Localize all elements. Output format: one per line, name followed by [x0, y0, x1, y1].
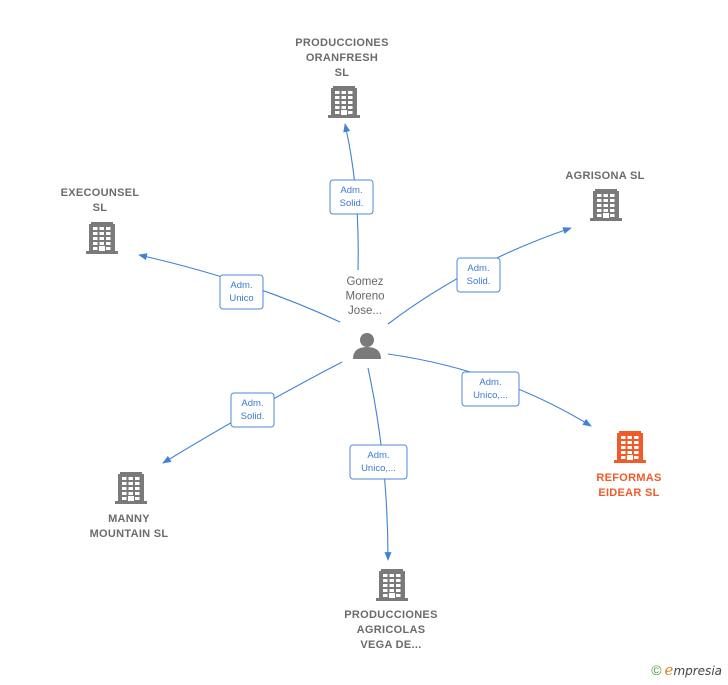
brand-initial: e [664, 661, 674, 679]
building-icon [328, 86, 360, 118]
company-label: ORANFRESH [306, 52, 378, 64]
company-node-manny-mountain[interactable]: MANNY MOUNTAIN SL [90, 472, 169, 540]
person-icon [353, 333, 381, 359]
relation-text: Adm. [241, 398, 263, 409]
relation-box [219, 274, 264, 310]
copyright-symbol: © [651, 662, 662, 678]
person-node[interactable]: GomezMorenoJose... [346, 276, 385, 359]
company-node-producciones-agricolas[interactable]: PRODUCCIONES AGRICOLAS VEGA DE... [344, 569, 437, 651]
relation-label-producciones-agricolas[interactable]: Adm. Unico,... [349, 444, 408, 480]
company-label: PRODUCCIONES [344, 609, 437, 621]
company-label: EIDEAR SL [598, 487, 659, 499]
company-label: MOUNTAIN SL [90, 528, 169, 540]
company-label: AGRISONA SL [565, 170, 644, 182]
person-label: Gomez [346, 276, 383, 288]
person-label: Jose... [348, 305, 382, 317]
person-label: Moreno [346, 291, 385, 303]
relation-text: Adm. [479, 377, 501, 388]
relation-text: Unico [229, 293, 253, 304]
company-label: EXECOUNSEL [61, 187, 140, 199]
relation-text: Solid. [241, 411, 265, 422]
company-label: VEGA DE... [360, 639, 421, 651]
relation-box [349, 444, 408, 480]
company-label: PRODUCCIONES [295, 37, 388, 49]
relation-text: Adm. [230, 280, 252, 291]
company-label: SL [93, 202, 108, 214]
company-label: REFORMAS [596, 472, 661, 484]
relation-text: Solid. [467, 276, 491, 287]
building-icon [614, 431, 646, 463]
relation-text: Adm. [467, 263, 489, 274]
relation-text: Solid. [340, 198, 364, 209]
building-icon [376, 569, 408, 601]
company-label: SL [335, 67, 350, 79]
relation-label-manny-mountain[interactable]: Adm. Solid. [230, 392, 275, 428]
company-node-execounsel[interactable]: EXECOUNSEL SL [61, 187, 140, 254]
relation-label-reformas-eidear[interactable]: Adm. Unico,... [461, 371, 520, 407]
relation-label-producciones-oranfresh[interactable]: Adm. Solid. [329, 179, 374, 215]
company-node-reformas-eidear[interactable]: REFORMAS EIDEAR SL [596, 431, 661, 499]
relation-text: Adm. [340, 185, 362, 196]
relation-box [461, 371, 520, 407]
building-icon [590, 189, 622, 221]
footer-brand: ©empresia [651, 661, 722, 679]
relation-text: Unico,... [473, 390, 508, 401]
company-node-agrisona[interactable]: AGRISONA SL [565, 170, 644, 221]
building-icon [115, 472, 147, 504]
building-icon [86, 222, 118, 254]
relation-box [456, 257, 501, 293]
company-label: AGRICOLAS [357, 624, 426, 636]
relation-text: Adm. [367, 450, 389, 461]
company-node-producciones-oranfresh[interactable]: PRODUCCIONES ORANFRESH SL [295, 37, 388, 118]
relation-box [329, 179, 374, 215]
relation-box [230, 392, 275, 428]
relation-label-agrisona[interactable]: Adm. Solid. [456, 257, 501, 293]
company-label: MANNY [108, 513, 150, 525]
brand-name: mpresia [673, 664, 722, 678]
relation-label-execounsel[interactable]: Adm. Unico [219, 274, 264, 310]
relation-text: Unico,... [361, 463, 396, 474]
